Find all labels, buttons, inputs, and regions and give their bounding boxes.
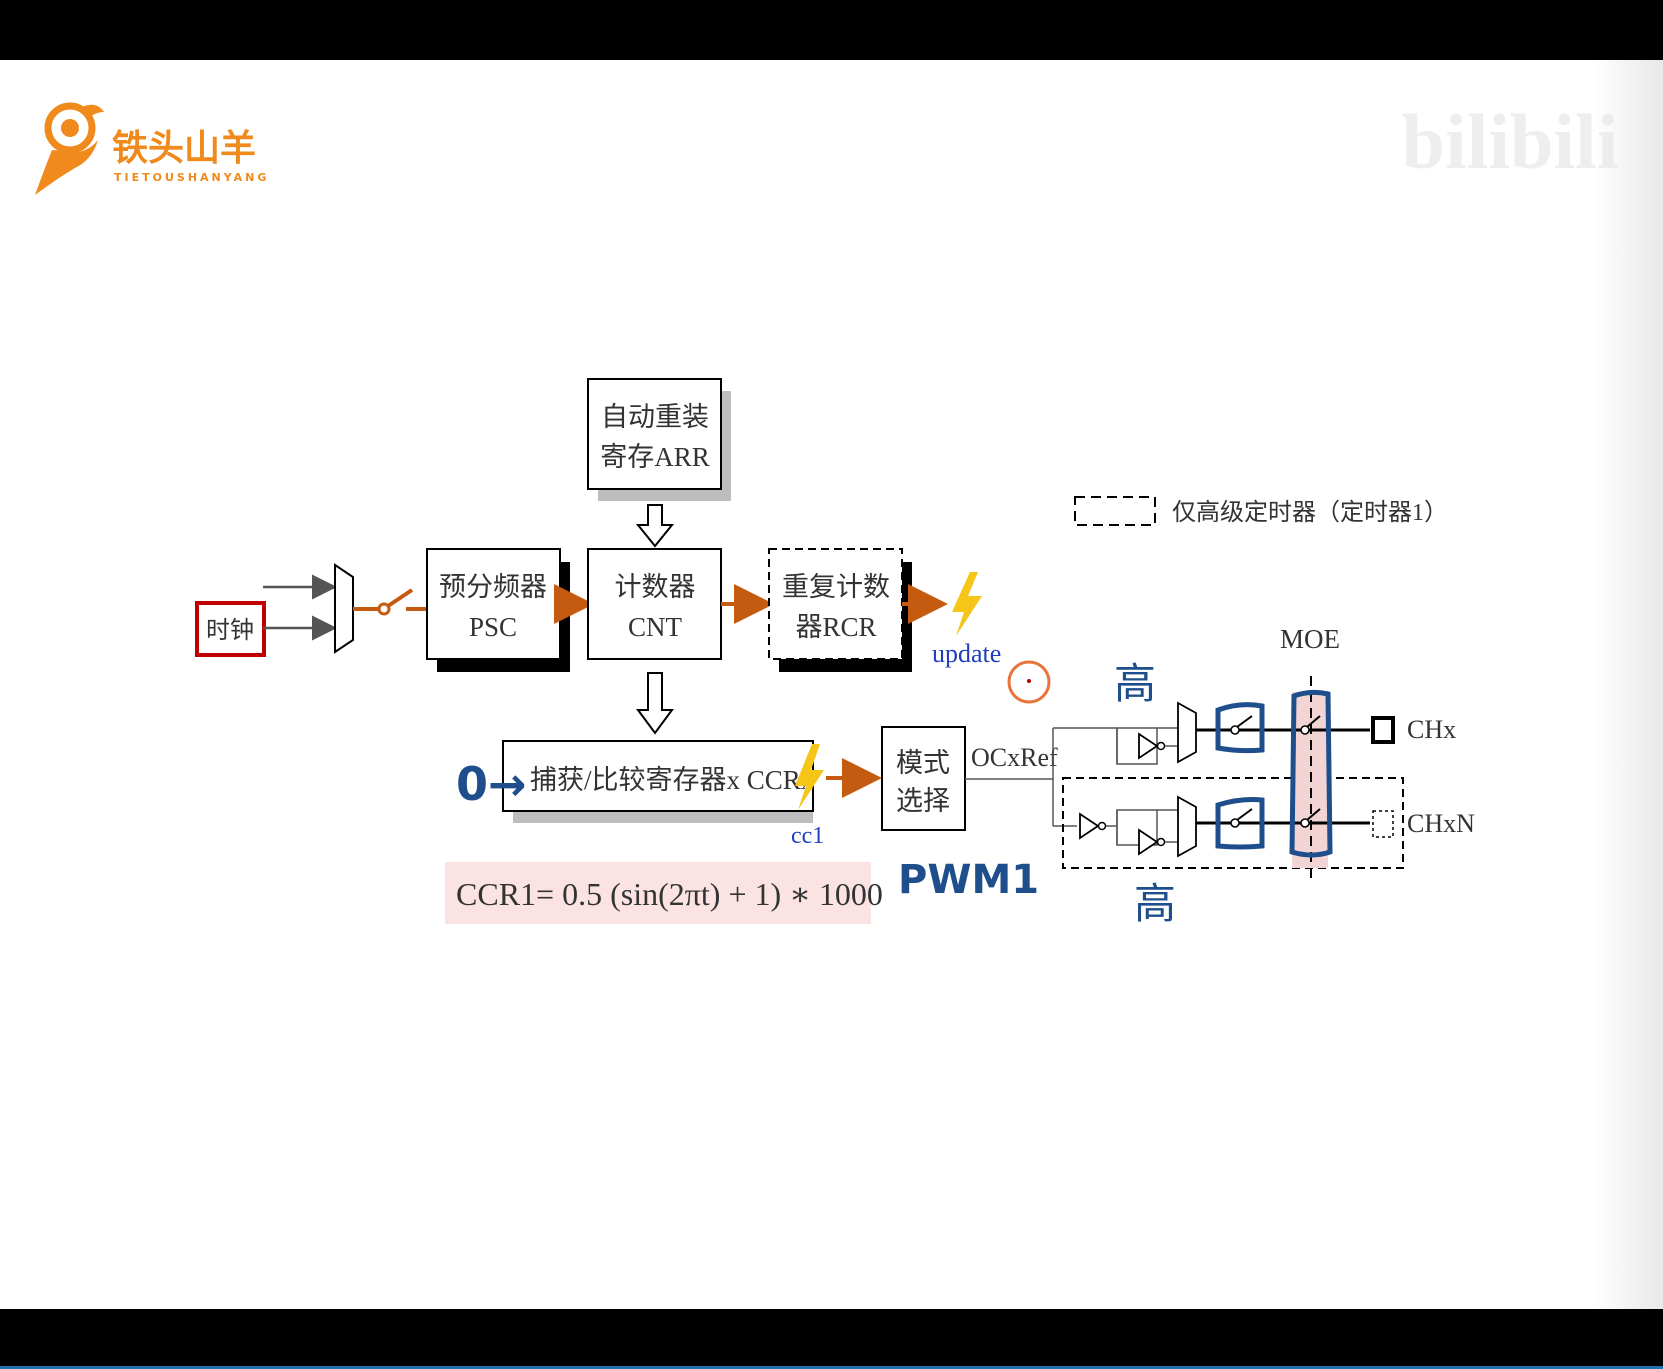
complementary-dashed-region [1062,777,1404,869]
chx-switch-handdrawn-box [1215,702,1265,754]
mode-label-1: 模式 [896,748,950,778]
bottom-letterbox [0,1309,1663,1369]
logo: 铁头山羊 TIETOUSHANYANG [35,102,269,195]
cnt-label-2: CNT [628,612,683,642]
rcr-label-2: 器RCR [795,612,876,642]
arr-label-2: 寄存ARR [600,442,710,472]
logo-name: 铁头山羊 [112,128,256,169]
ccr-label: 捕获/比较寄存器x CCRx [530,765,815,795]
arr-label-1: 自动重装 [601,402,709,432]
cc1-bolt-icon [795,744,824,810]
psc-box [426,548,561,660]
goat-mascot-icon [35,102,104,195]
clock-box [195,601,266,657]
chx-channel: CHx [1116,701,1456,765]
arr-box [587,378,722,490]
rcr-label-1: 重复计数 [782,572,890,602]
moe-label: MOE [1280,624,1340,654]
formula-background [445,862,871,924]
legend-label: 仅高级定时器（定时器1） [1172,499,1448,526]
ccr-box [502,740,814,812]
update-label: update [932,639,1001,668]
moe-handdrawn-box [1289,689,1333,858]
legend-dashed-box [1074,496,1156,526]
progress-line [0,1366,1663,1369]
chxn-inverter-1-icon [1079,812,1100,840]
psc-label-1: 预分频器 [439,572,547,602]
orange-circle-annotation [1007,660,1051,704]
mode-label-2: 选择 [896,786,950,816]
handwritten-high-top: 高 [1114,659,1156,708]
chx-mux [1177,701,1197,764]
formula: CCR1= 0.5 (sin(2πt) + 1) ∗ 1000 [456,876,883,912]
chx-pin [1371,716,1395,744]
clock-label: 时钟 [206,617,254,644]
legend: 仅高级定时器（定时器1） [1074,496,1448,526]
chx-inverter-icon [1138,732,1159,760]
clock-mux [334,563,354,654]
clock-switch [377,602,391,616]
ocxref-label: OCxRef [971,743,1058,772]
top-letterbox [0,0,1663,60]
chxn-label: CHxN [1407,809,1475,838]
update-bolt-icon [952,572,982,636]
chxn-mux [1177,795,1197,858]
chxn-channel: CHxN [1079,795,1475,858]
slide: 铁头山羊 TIETOUSHANYANG bilibili 仅高级定时器（定时器1… [0,60,1663,1309]
cnt-to-ccr-arrow [636,672,674,735]
chxn-switch-handdrawn-box [1215,797,1265,850]
cnt-box [587,548,722,660]
handwritten-pwm: PWM1 [898,857,1039,903]
chxn-inverter-2-icon [1138,828,1159,856]
watermark: bilibili [1402,98,1619,185]
handwritten-zero-arrow: 0→ [456,757,527,811]
arr-to-cnt-arrow [635,504,675,548]
chx-label: CHx [1407,715,1456,744]
mode-select-box [881,726,966,831]
right-edge-shade [1593,60,1663,1309]
psc-label-2: PSC [469,612,517,642]
cc1-label: cc1 [791,823,824,849]
cnt-label-1: 计数器 [615,572,696,602]
timer-block-diagram: 铁头山羊 TIETOUSHANYANG bilibili 仅高级定时器（定时器1… [35,98,1619,928]
logo-subtitle: TIETOUSHANYANG [114,171,269,184]
chxn-pin [1372,810,1394,838]
handwritten-high-bottom: 高 [1134,879,1176,928]
rcr-box [768,548,903,660]
